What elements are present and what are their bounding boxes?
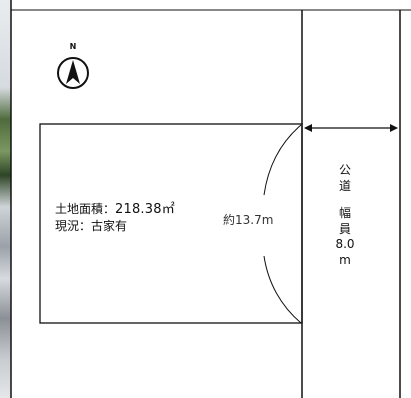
road-width-value: 8.0: [335, 237, 355, 251]
frontage-length-label: 約13.7m: [223, 213, 274, 227]
road-width-char: 員: [338, 221, 351, 236]
road-width-unit: m: [339, 252, 351, 267]
lot-status-value: 古家有: [91, 219, 128, 233]
road-char: 道: [338, 178, 351, 193]
arrowhead-right-icon: [390, 124, 398, 132]
lot-boundary: [39, 123, 303, 324]
road-width-char: 幅: [338, 206, 351, 220]
lot-area-text: 土地面積：218.38㎡: [55, 198, 175, 217]
public-road-label: 公 道 幅 員 8.0 m: [333, 163, 357, 268]
north-arrow-icon: N: [51, 42, 95, 92]
lot-status-text: 現況：古家有: [55, 217, 127, 234]
lot-area-label: 土地面積：: [55, 202, 116, 216]
lot-status-label: 現況：: [55, 219, 92, 233]
frontage-arc-top: [263, 124, 302, 196]
north-label: N: [70, 42, 77, 51]
arrowhead-left-icon: [304, 124, 312, 132]
lot-area-value: 218.38㎡: [115, 202, 175, 217]
road-char: 公: [338, 163, 351, 177]
neighbor-photo-strip: [0, 0, 11, 398]
frontage-arc-bottom: [263, 255, 302, 324]
